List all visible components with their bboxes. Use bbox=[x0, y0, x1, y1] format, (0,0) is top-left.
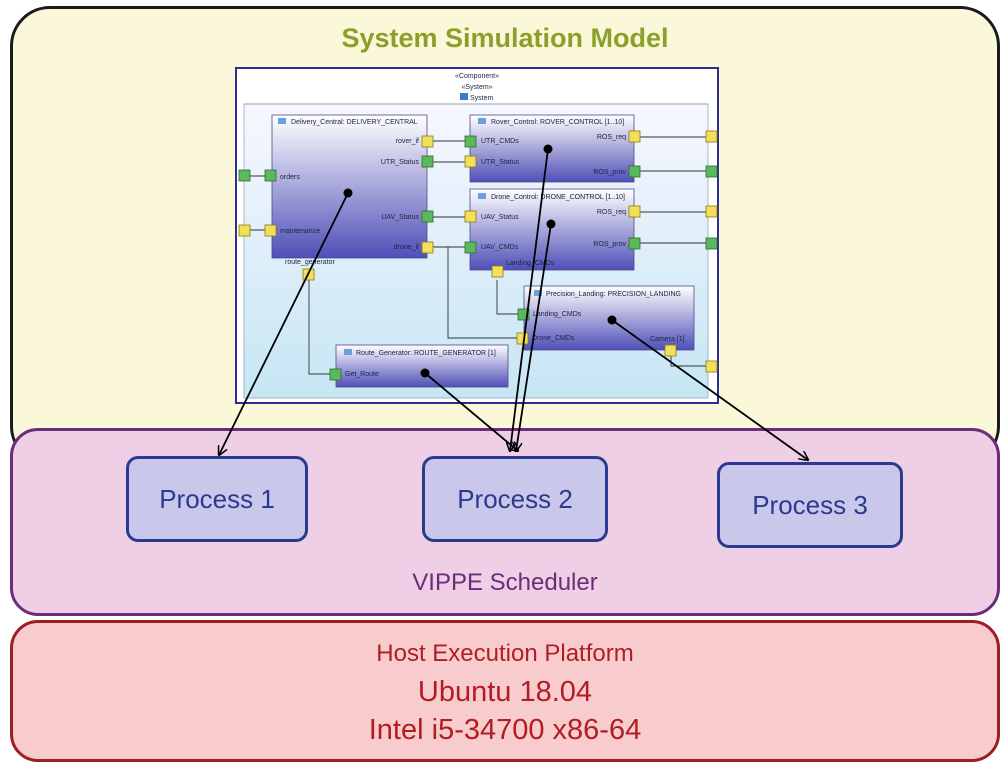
drone-control-title: Drone_Control: DRONE_CONTROL [1..10] bbox=[491, 194, 625, 201]
route-generator-title: Route_Generator: ROUTE_GENERATOR [1] bbox=[356, 350, 496, 357]
green-ports bbox=[238, 135, 718, 381]
process-1-label: Process 1 bbox=[159, 483, 275, 514]
port-label: Landing_CMDs bbox=[533, 311, 582, 318]
stereotype-component: «Component» bbox=[455, 73, 499, 80]
component-icon bbox=[478, 193, 486, 199]
port-label: Get_Route bbox=[345, 371, 379, 378]
port-label: route_generator bbox=[285, 259, 335, 266]
arrow-origin-dots bbox=[343, 144, 617, 378]
port-label: ROS_req bbox=[597, 209, 626, 216]
delivery-central-title: Delivery_Central: DELIVERY_CENTRAL bbox=[291, 119, 418, 126]
port-label: UTR_CMDs bbox=[481, 138, 519, 145]
component-icon bbox=[478, 118, 486, 124]
arrow-route-to-process2 bbox=[424, 372, 518, 451]
stereotype-system: «System» bbox=[461, 84, 492, 91]
process-1-box: Process 1 bbox=[126, 456, 308, 542]
port-label: UAV_CMDs bbox=[481, 244, 519, 251]
host-os: Ubuntu 18.04 bbox=[417, 676, 593, 708]
host-info: Host Execution Platform Ubuntu 18.04 Int… bbox=[13, 635, 997, 749]
arrow-drone-to-process2 bbox=[516, 223, 552, 451]
port-label: rover_if bbox=[396, 138, 419, 145]
drone-control-component bbox=[469, 188, 635, 271]
rover-control-title: Rover_Control: ROVER_CONTROL [1..10] bbox=[491, 119, 624, 126]
mapping-arrows bbox=[219, 148, 808, 460]
process-2-label: Process 2 bbox=[457, 483, 573, 514]
port-label: ROS_prov bbox=[593, 169, 626, 176]
delivery-central-component bbox=[271, 114, 428, 259]
host-cpu: Intel i5-34700 x86-64 bbox=[368, 714, 642, 746]
system-component-icon bbox=[460, 93, 468, 100]
arrow-rover-to-process2 bbox=[510, 148, 549, 451]
process-3-box: Process 3 bbox=[717, 462, 903, 548]
route-generator-component bbox=[335, 344, 509, 388]
host-title: Host Execution Platform bbox=[376, 640, 634, 667]
process-2-box: Process 2 bbox=[422, 456, 608, 542]
port-label: Drone_CMDs bbox=[532, 335, 575, 342]
port-label: Camera [1] bbox=[650, 336, 685, 343]
component-icon bbox=[344, 349, 352, 355]
arrow-delivery-to-process1 bbox=[219, 192, 349, 455]
port-label: ROS_req bbox=[597, 134, 626, 141]
port-label: ROS_prov bbox=[593, 241, 626, 248]
port-label: drone_if bbox=[394, 244, 419, 251]
arrow-precision-to-process3 bbox=[611, 319, 808, 460]
precision-landing-title: Precision_Landing: PRECISION_LANDING bbox=[546, 291, 681, 298]
port-label: UAV_Status bbox=[481, 214, 519, 221]
component-icon bbox=[278, 118, 286, 124]
port-label: UTR_Status bbox=[481, 159, 520, 166]
yellow-ports bbox=[238, 130, 718, 373]
host-execution-platform-layer: Host Execution Platform Ubuntu 18.04 Int… bbox=[10, 620, 1000, 762]
port-label: maintenance bbox=[280, 228, 320, 235]
system-name: System bbox=[470, 95, 494, 102]
component-icon bbox=[534, 290, 542, 296]
scheduler-title: VIPPE Scheduler bbox=[412, 569, 598, 596]
port-label: orders bbox=[280, 174, 300, 181]
port-label: UAV_Status bbox=[381, 214, 419, 221]
connector-lines bbox=[245, 136, 711, 375]
port-label: Landing_CMDs bbox=[506, 260, 555, 267]
model-title: System Simulation Model bbox=[341, 23, 669, 53]
port-label: UTR_Status bbox=[381, 159, 420, 166]
process-3-label: Process 3 bbox=[752, 489, 868, 520]
